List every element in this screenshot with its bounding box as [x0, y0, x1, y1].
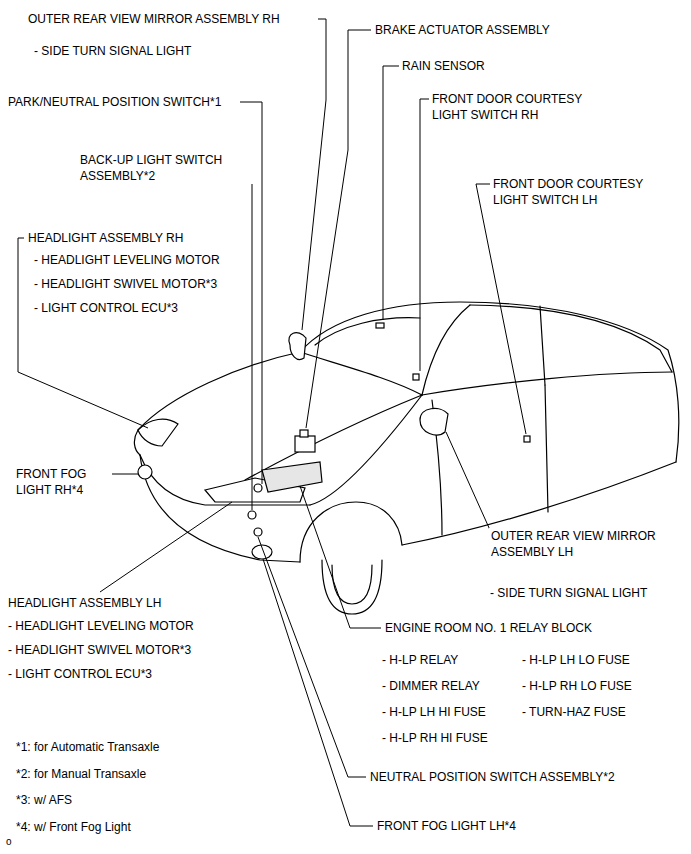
footnote: *1: for Automatic Transaxle — [14, 739, 161, 755]
sub-part: - SIDE TURN SIGNAL LIGHT — [488, 585, 649, 601]
sub-part: - H-LP RH LO FUSE — [520, 678, 634, 694]
sub-part: - DIMMER RELAY — [380, 678, 482, 694]
part-name: FRONT FOG LIGHT LH*4 — [375, 818, 518, 834]
part-name: BACK-UP LIGHT SWITCH ASSEMBLY*2 — [78, 152, 257, 184]
sub-part: - HEADLIGHT LEVELING MOTOR — [6, 618, 196, 634]
components — [138, 323, 530, 559]
footnote: *2: for Manual Transaxle — [14, 766, 148, 782]
part-name: NEUTRAL POSITION SWITCH ASSEMBLY*2 — [368, 769, 617, 785]
part-name: OUTER REAR VIEW MIRROR ASSEMBLY LH — [489, 528, 687, 560]
sub-part: - HEADLIGHT SWIVEL MOTOR*3 — [6, 642, 193, 658]
sub-part: - SIDE TURN SIGNAL LIGHT — [32, 43, 193, 59]
part-name: BRAKE ACTUATOR ASSEMBLY — [373, 22, 552, 38]
part-name: HEADLIGHT ASSEMBLY RH — [26, 230, 185, 246]
part-name: HEADLIGHT ASSEMBLY LH — [6, 595, 163, 611]
sub-part: - H-LP LH HI FUSE — [380, 704, 488, 720]
sub-part: - LIGHT CONTROL ECU*3 — [32, 300, 180, 316]
sub-part: - HEADLIGHT LEVELING MOTOR — [32, 252, 222, 268]
car-body — [134, 302, 678, 614]
part-name: OUTER REAR VIEW MIRROR ASSEMBLY RH — [26, 11, 282, 27]
part-name: FRONT DOOR COURTESY LIGHT SWITCH LH — [491, 176, 675, 208]
sub-part: - LIGHT CONTROL ECU*3 — [6, 666, 154, 682]
footnote: *3: w/ AFS — [14, 792, 74, 808]
figure-mark: o — [4, 834, 14, 850]
part-name: RAIN SENSOR — [400, 58, 487, 74]
sub-part: - TURN-HAZ FUSE — [520, 704, 628, 720]
sub-part: - H-LP RH HI FUSE — [380, 730, 490, 746]
footnote: *4: w/ Front Fog Light — [14, 819, 133, 835]
sub-part: - HEADLIGHT SWIVEL MOTOR*3 — [32, 276, 219, 292]
part-name: FRONT FOG LIGHT RH*4 — [14, 466, 110, 498]
part-name: ENGINE ROOM NO. 1 RELAY BLOCK — [383, 620, 594, 636]
sub-part: - H-LP LH LO FUSE — [520, 652, 632, 668]
sub-part: - H-LP RELAY — [380, 652, 460, 668]
part-name: PARK/NEUTRAL POSITION SWITCH*1 — [6, 94, 223, 110]
leader-lines — [18, 19, 526, 826]
part-name: FRONT DOOR COURTESY LIGHT SWITCH RH — [430, 91, 612, 123]
